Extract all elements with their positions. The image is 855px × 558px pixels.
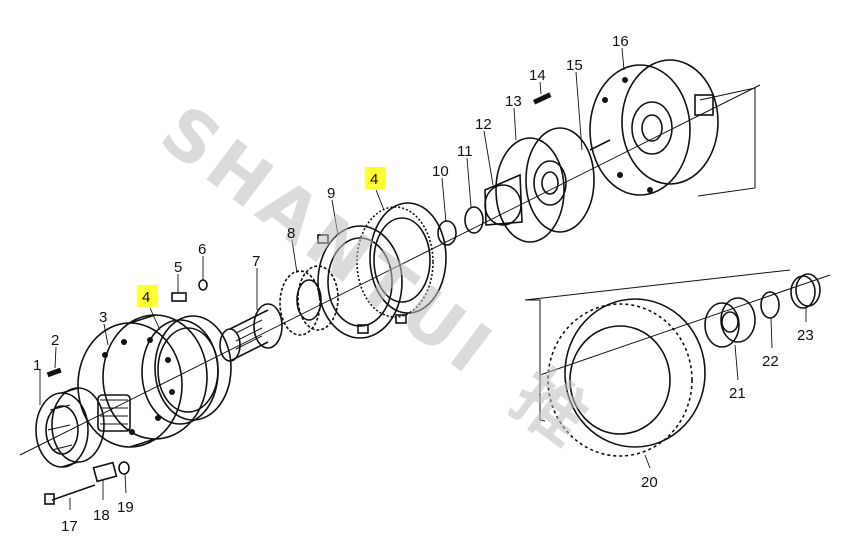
part-23-seal-ring xyxy=(790,273,821,309)
callout-15: 15 xyxy=(566,57,583,74)
part-21-bearing xyxy=(704,297,756,348)
callout-4-highlight-lower xyxy=(137,285,158,307)
part-22-snap-ring xyxy=(760,291,780,319)
callout-17: 17 xyxy=(61,518,78,535)
callout-1: 1 xyxy=(33,357,41,374)
part-4-ring-upper xyxy=(356,202,447,318)
callout-6: 6 xyxy=(198,241,206,258)
part-13-gear-housing xyxy=(495,127,595,243)
part-8-gear xyxy=(279,265,339,336)
part-14-pin xyxy=(532,92,552,105)
part-3-carrier-housing xyxy=(77,314,208,448)
part-5-bolt xyxy=(171,292,187,302)
callout-3: 3 xyxy=(99,309,107,326)
callout-18: 18 xyxy=(93,507,110,524)
part-6-washer xyxy=(198,279,208,291)
leader-lines xyxy=(39,47,807,510)
part-16-cover-housing xyxy=(589,59,719,196)
part-4-ring-lower xyxy=(141,315,232,425)
callout-11: 11 xyxy=(457,143,473,160)
center-axis-line xyxy=(19,84,761,456)
callout-8: 8 xyxy=(287,225,295,242)
part-12-cone xyxy=(484,173,523,226)
callout-2: 2 xyxy=(51,332,59,349)
callout-9: 9 xyxy=(327,185,335,202)
part-2-bolt xyxy=(46,367,62,378)
callout-7: 7 xyxy=(252,253,260,270)
callout-23: 23 xyxy=(797,327,814,344)
part-11-snap-ring xyxy=(464,206,484,234)
callout-19: 19 xyxy=(117,499,134,516)
part-20-ring-gear xyxy=(547,298,706,457)
callout-10: 10 xyxy=(432,163,449,180)
callout-22: 22 xyxy=(762,353,779,370)
subassembly-frame-top xyxy=(524,269,791,301)
callout-12: 12 xyxy=(475,116,492,133)
callout-4-lower: 4 xyxy=(142,289,150,306)
second-axis-line xyxy=(539,274,831,376)
subassembly-frame-upper xyxy=(697,87,756,197)
part-19-nut xyxy=(118,461,130,475)
callout-4-upper: 4 xyxy=(370,171,378,188)
subassembly-frame-lower xyxy=(525,299,546,422)
part-1-bearing xyxy=(35,387,105,468)
part-7-shaft xyxy=(219,303,283,362)
callout-4-highlight-upper xyxy=(365,167,386,189)
callout-5: 5 xyxy=(174,259,182,276)
part-17-bolt xyxy=(44,484,96,505)
part-18-lock-plate xyxy=(92,461,118,483)
callout-14: 14 xyxy=(529,67,546,84)
callout-16: 16 xyxy=(612,33,629,50)
callout-13: 13 xyxy=(505,93,522,110)
part-10-bearing xyxy=(437,220,457,246)
callout-20: 20 xyxy=(641,474,658,491)
part-9-friction-plate xyxy=(317,225,407,339)
callout-21: 21 xyxy=(729,385,746,402)
